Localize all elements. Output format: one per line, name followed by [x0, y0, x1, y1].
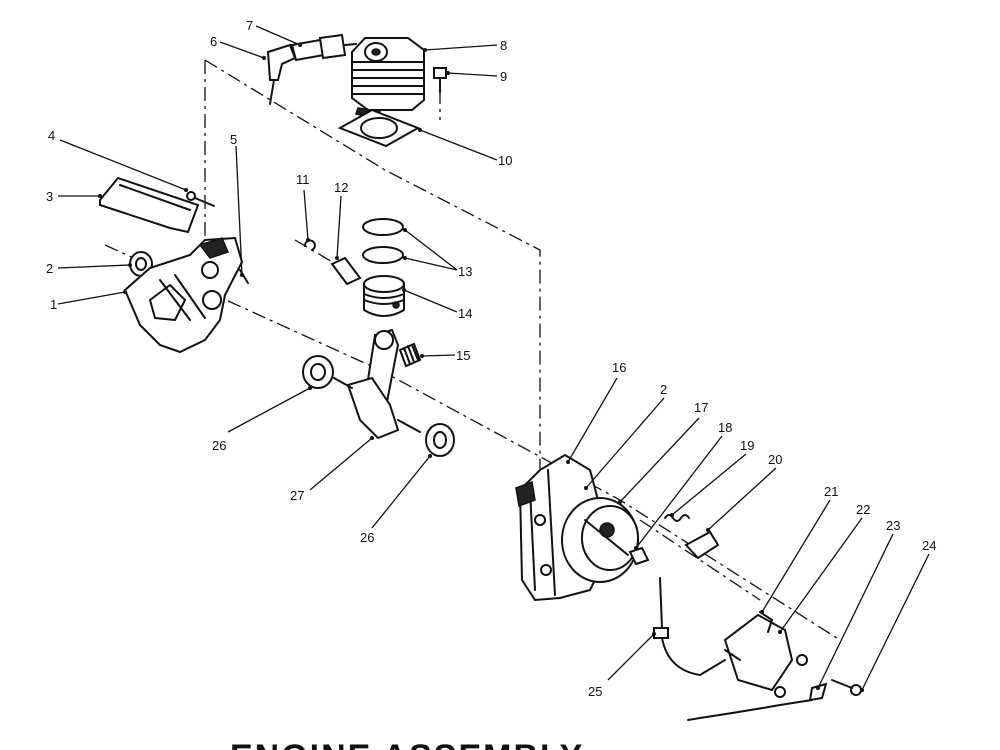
callout-2-right: 2	[660, 382, 667, 397]
part-3-shield-plate	[99, 176, 200, 234]
part-9-bolt	[433, 67, 447, 93]
part-10-gasket	[337, 108, 421, 148]
part-26-bearing-lower	[425, 423, 455, 457]
part-1-crankcase-half	[123, 236, 244, 354]
callout-7: 7	[246, 18, 253, 33]
callout-24: 24	[922, 538, 936, 553]
callout-5: 5	[230, 132, 237, 147]
callout-13: 13	[458, 264, 472, 279]
part-23-ground-terminal	[808, 682, 828, 702]
callout-10: 10	[498, 153, 512, 168]
callout-4: 4	[48, 128, 55, 143]
callout-22: 22	[856, 502, 870, 517]
part-8-cylinder	[351, 37, 425, 119]
callout-2-left: 2	[46, 261, 53, 276]
callout-26-upper: 26	[212, 438, 226, 453]
callout-21: 21	[824, 484, 838, 499]
callout-20: 20	[768, 452, 782, 467]
part-4-screw	[186, 191, 215, 207]
part-17-flywheel	[561, 497, 639, 583]
callout-12: 12	[334, 180, 348, 195]
part-26-bearing-upper	[302, 355, 334, 389]
part-14-piston	[363, 275, 405, 317]
callout-15: 15	[456, 348, 470, 363]
part-20-pawl	[684, 530, 720, 560]
part-12-wrist-pin	[330, 256, 362, 286]
part-7-spark-plug	[290, 33, 357, 62]
callout-23: 23	[886, 518, 900, 533]
callout-26-lower: 26	[360, 530, 374, 545]
callout-17: 17	[694, 400, 708, 415]
callout-9: 9	[500, 69, 507, 84]
part-13-piston-rings	[362, 218, 404, 264]
axis-main	[104, 244, 841, 641]
callout-8: 8	[500, 38, 507, 53]
part-24-screw	[831, 679, 862, 696]
callout-25: 25	[588, 684, 602, 699]
assembly-axes	[104, 59, 841, 641]
part-27-crankshaft	[333, 328, 421, 440]
leader-lines	[57, 25, 930, 692]
callout-1: 1	[50, 297, 57, 312]
part-21-22-ignition-coil	[723, 611, 808, 698]
callout-3: 3	[46, 189, 53, 204]
callout-16: 16	[612, 360, 626, 375]
callout-27: 27	[290, 488, 304, 503]
axis-cylinder	[204, 59, 541, 485]
diagram-title: ENGINE ASSEMBLY	[230, 738, 584, 750]
part-6-spark-plug-boot	[266, 43, 297, 105]
callout-18: 18	[718, 420, 732, 435]
part-18-nut	[628, 546, 650, 566]
callout-14: 14	[458, 306, 472, 321]
part-11-circlip	[304, 239, 316, 251]
callout-6: 6	[210, 34, 217, 49]
part-15-needle-bearing	[398, 342, 422, 368]
part-25-ignition-wire	[653, 577, 813, 721]
axis-coil	[639, 519, 761, 601]
callout-11: 11	[296, 172, 310, 187]
callout-19: 19	[740, 438, 754, 453]
part-19-spring	[664, 514, 690, 522]
callout-labels: 1 2 3 4 5 6 7 8 9 10 11 12 13 14 15 16 2…	[46, 18, 936, 699]
